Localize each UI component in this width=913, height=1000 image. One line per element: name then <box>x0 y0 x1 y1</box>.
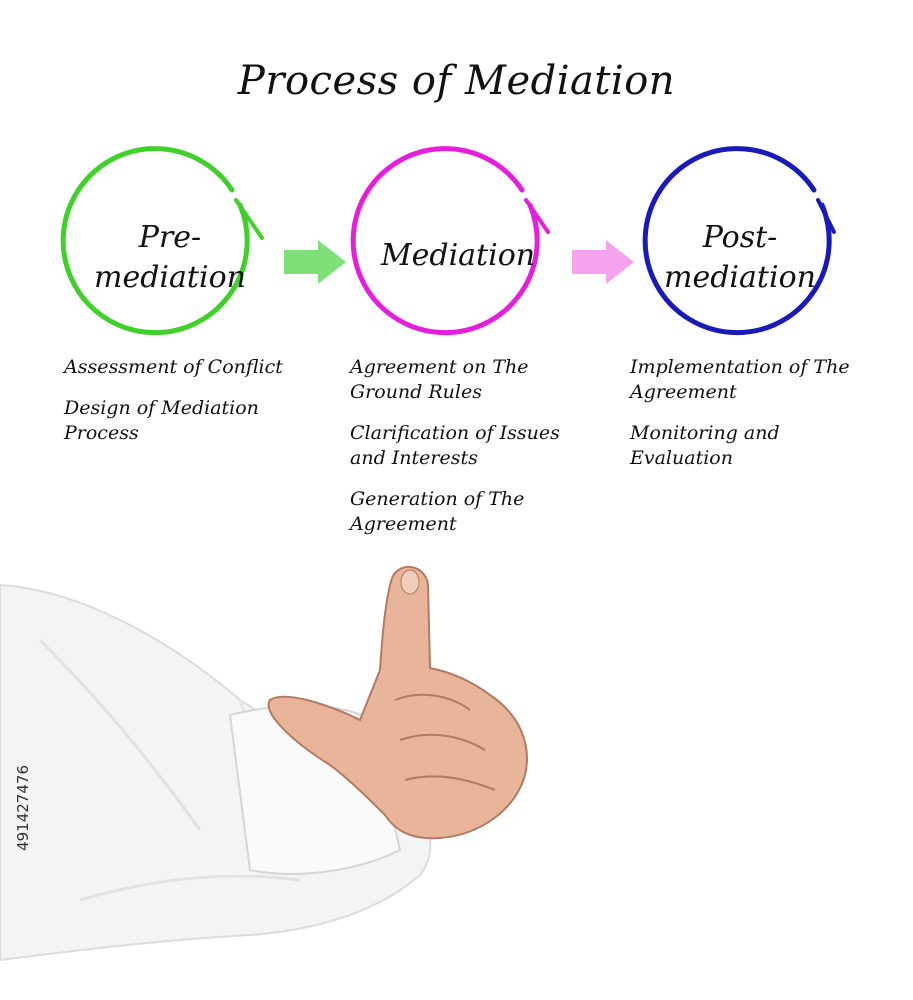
list-item: Implementation of The Agreement <box>630 356 850 403</box>
arrow-right-icon <box>572 240 634 284</box>
stage-items-pre-mediation: Assessment of Conflict Design of Mediati… <box>64 355 334 462</box>
stage-items-post-mediation: Implementation of The Agreement Monitori… <box>630 355 900 487</box>
list-item: Clarification of Issues and Interests <box>350 422 560 469</box>
pointing-hand-illustration <box>0 565 528 962</box>
stage-label-mediation: Mediation <box>380 238 536 273</box>
stage-label-post-mediation: Post- mediation <box>664 220 816 295</box>
diagram-title: Process of Mediation <box>237 58 676 104</box>
stage-items-mediation: Agreement on The Ground Rules Clarificat… <box>350 355 620 553</box>
stage-circle-mediation <box>350 146 550 336</box>
stage-circle-post-mediation <box>642 146 836 336</box>
stage-label-pre-mediation: Pre- mediation <box>94 220 246 295</box>
list-item: Assessment of Conflict <box>64 356 283 378</box>
list-item: Generation of The Agreement <box>350 488 525 535</box>
list-item: Agreement on The Ground Rules <box>350 356 529 403</box>
stock-id-watermark: 491427476 <box>14 765 32 851</box>
list-item: Design of Mediation Process <box>64 397 259 444</box>
list-item: Monitoring and Evaluation <box>630 422 780 469</box>
stage-circle-pre-mediation <box>60 146 264 336</box>
arrow-right-icon <box>284 240 346 284</box>
